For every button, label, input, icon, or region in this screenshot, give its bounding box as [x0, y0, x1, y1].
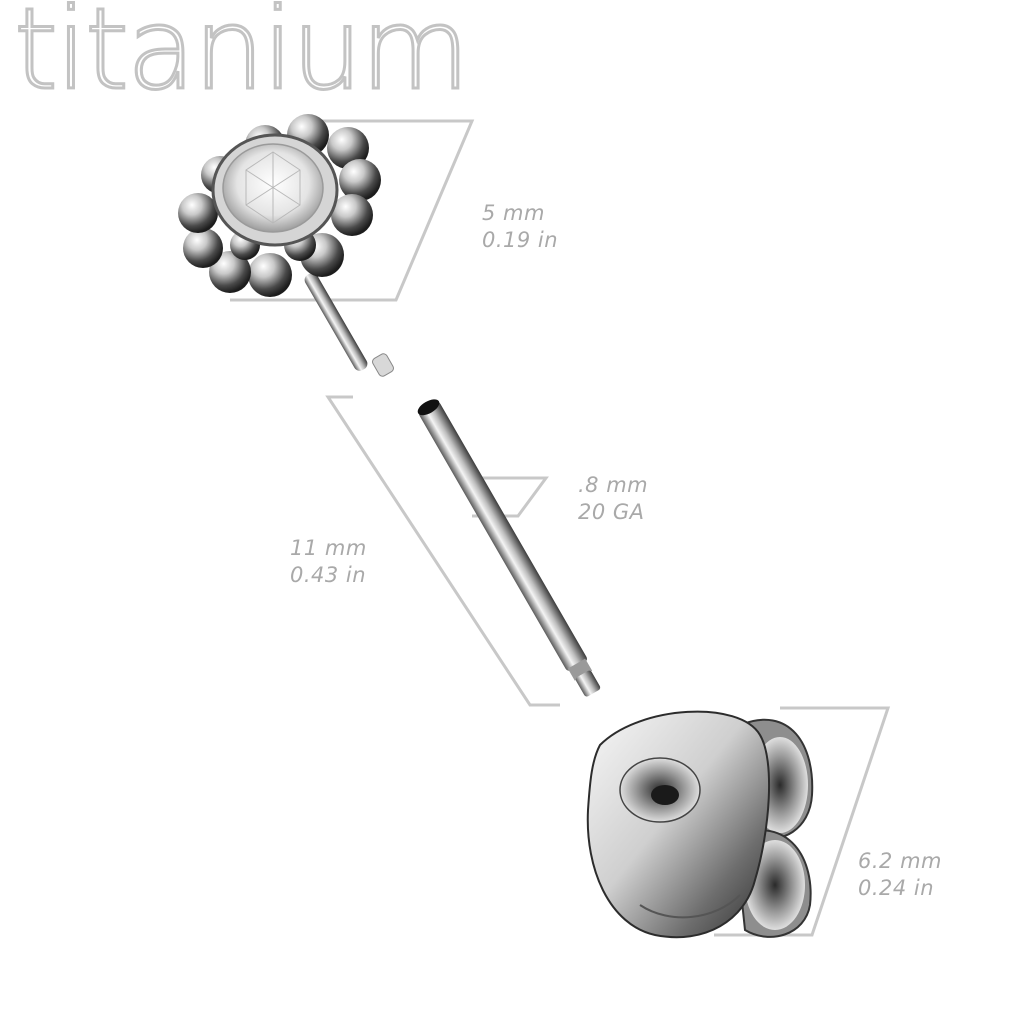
dimension-length-in: 0.43 in [290, 563, 367, 587]
dimension-label-back: 6.2 mm 0.24 in [858, 848, 942, 902]
brand-wordmark: titanium [13, 0, 472, 115]
threadless-post-icon [417, 399, 601, 697]
dimension-gauge-ga: 20 GA [578, 500, 645, 524]
dimension-label-length: 11 mm 0.43 in [290, 535, 367, 589]
flower-bead-top-icon [178, 114, 394, 377]
dimension-label-gauge: .8 mm 20 GA [578, 472, 648, 526]
dimension-back-in: 0.24 in [858, 876, 935, 900]
dimension-top-mm: 5 mm [482, 201, 545, 225]
butterfly-backing-icon [586, 710, 814, 939]
dimension-label-top: 5 mm 0.19 in [482, 200, 558, 254]
dimension-length-mm: 11 mm [290, 536, 367, 560]
backing-plate [586, 710, 771, 939]
guide-top [230, 119, 475, 302]
guide-lines [230, 119, 891, 937]
guide-length [325, 395, 560, 707]
dimension-gauge-mm: .8 mm [578, 473, 649, 497]
dimension-top-in: 0.19 in [482, 228, 559, 252]
dimension-back-mm: 6.2 mm [858, 849, 942, 873]
